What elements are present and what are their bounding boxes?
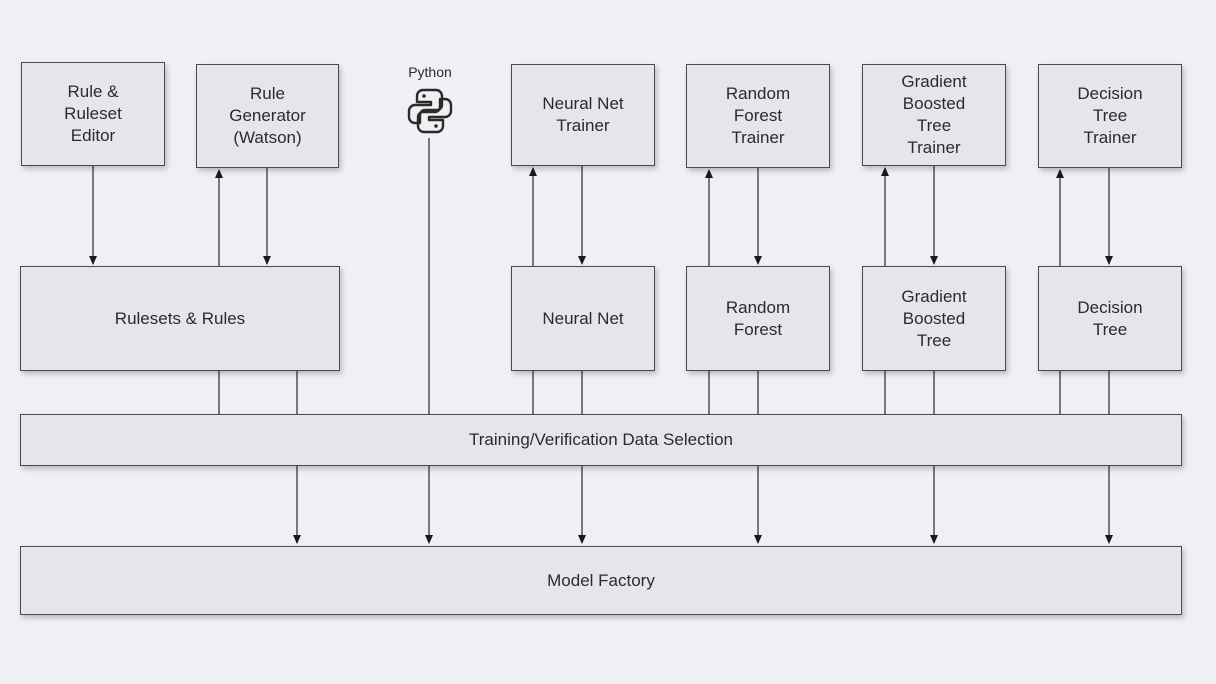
- rule-ruleset-editor-box: Rule & Ruleset Editor: [21, 62, 165, 166]
- training-verification-data-selection-box: Training/Verification Data Selection: [20, 414, 1182, 466]
- neural-net-box: Neural Net: [511, 266, 655, 371]
- gradient-boosted-tree-trainer-box: Gradient Boosted Tree Trainer: [862, 64, 1006, 166]
- python-label: Python: [408, 64, 452, 80]
- neural-net-trainer-box: Neural Net Trainer: [511, 64, 655, 166]
- decision-tree-box: Decision Tree: [1038, 266, 1182, 371]
- rule-generator-box: Rule Generator (Watson): [196, 64, 339, 168]
- decision-tree-trainer-box: Decision Tree Trainer: [1038, 64, 1182, 168]
- rulesets-rules-box: Rulesets & Rules: [20, 266, 340, 371]
- gradient-boosted-tree-box: Gradient Boosted Tree: [862, 266, 1006, 371]
- python-logo-icon: [407, 88, 453, 134]
- random-forest-box: Random Forest: [686, 266, 830, 371]
- model-factory-box: Model Factory: [20, 546, 1182, 615]
- random-forest-trainer-box: Random Forest Trainer: [686, 64, 830, 168]
